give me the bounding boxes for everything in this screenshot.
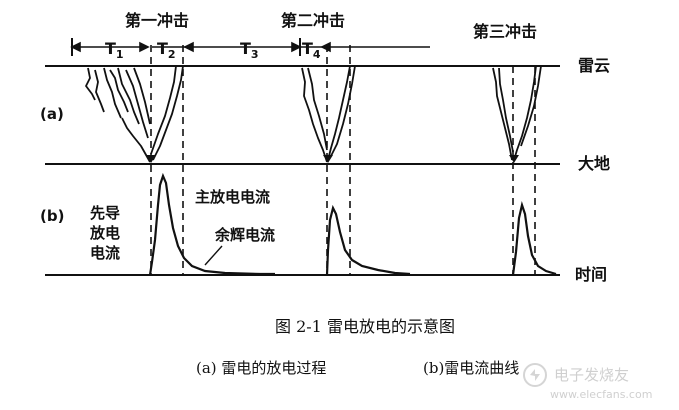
lightning-diagram: 第一冲击 第二冲击 第三冲击 T1 T2 T3 T4 [40,11,610,284]
leader-current-label-line3: 电流 [90,244,120,262]
t2-label: T2 [157,39,176,61]
first-stroke-tip [146,155,156,163]
leader-current-label-line1: 先导 [90,204,120,222]
watermark: 电子发烧友 www.elecfans.com [520,360,675,406]
watermark-url: www.elecfans.com [550,388,653,401]
afterglow-current-label: 余辉电流 [214,226,275,244]
interval-arrows [70,41,430,53]
t1-label: T1 [105,39,124,61]
cloud-label: 雷云 [578,56,610,75]
first-stroke-label: 第一冲击 [125,11,189,30]
second-current-curve [325,204,411,276]
second-stroke-label: 第二冲击 [281,11,345,30]
leader-current-label-line2: 放电 [89,224,120,242]
third-stroke-tip [509,155,519,163]
watermark-text: 电子发烧友 [554,366,630,384]
afterglow-pointer [204,245,223,266]
panel-b-label: (b) [40,207,64,225]
main-current-label: 主放电电流 [195,188,270,206]
time-label: 时间 [575,265,607,284]
third-stroke-label: 第三冲击 [473,22,537,41]
panel-a-label: (a) [40,105,64,123]
figure-caption-title: 图 2-1 雷电放电的示意图 [275,317,455,336]
caption-panel-a: (a) 雷电的放电过程 [196,359,327,377]
interval-tick-marks [71,38,301,56]
second-stroke-tip [323,155,333,163]
second-stroke-channel [301,65,356,163]
first-stroke-channel [85,65,184,163]
t4-label: T4 [302,39,321,61]
ground-label: 大地 [578,154,610,173]
watermark-logo-icon [523,363,547,387]
third-current-curve [511,200,557,276]
caption-panel-b: (b)雷电流曲线 [423,359,520,377]
t3-label: T3 [240,39,259,61]
first-current-curve [148,172,275,276]
third-stroke-channel [492,65,542,161]
